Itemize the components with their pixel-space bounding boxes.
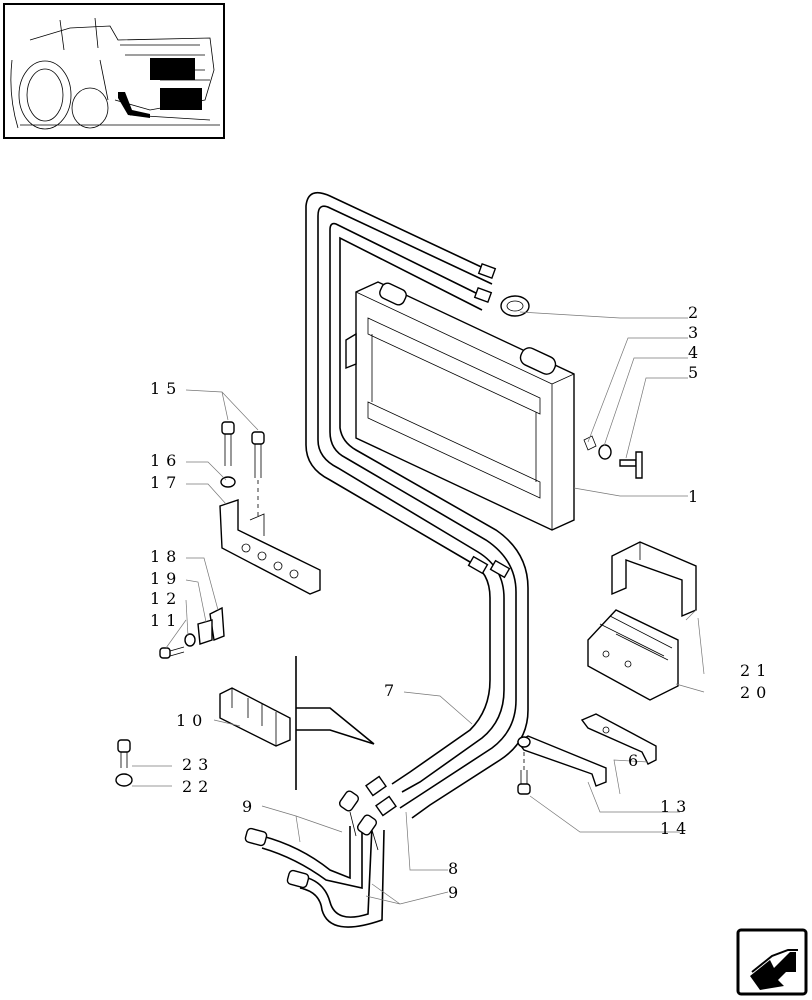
cushion-20[interactable] bbox=[587, 609, 679, 701]
clip-19[interactable] bbox=[197, 619, 213, 645]
callout-7: 7 bbox=[384, 681, 400, 700]
hose-assembly-7 bbox=[305, 191, 529, 819]
callout-18: 18 bbox=[150, 547, 182, 566]
washer-12[interactable] bbox=[184, 633, 196, 647]
leader-lines bbox=[132, 311, 705, 905]
callout-6: 6 bbox=[628, 751, 644, 770]
callout-23: 23 bbox=[182, 755, 214, 774]
callout-12: 12 bbox=[150, 589, 182, 608]
callout-22: 22 bbox=[182, 777, 214, 796]
hose-9[interactable] bbox=[244, 790, 385, 928]
callout-14: 14 bbox=[660, 819, 692, 838]
bolt-15[interactable] bbox=[221, 421, 265, 520]
callout-3: 3 bbox=[688, 323, 704, 342]
bolt-14[interactable] bbox=[517, 752, 531, 795]
strap-6[interactable] bbox=[580, 713, 657, 765]
washer-3[interactable] bbox=[583, 435, 597, 451]
callout-9-lower: 9 bbox=[448, 883, 464, 902]
callout-20: 20 bbox=[740, 683, 772, 702]
hose-8[interactable] bbox=[349, 811, 379, 851]
callout-1: 1 bbox=[688, 487, 704, 506]
washer-22[interactable] bbox=[115, 773, 133, 787]
clamp-block-10[interactable] bbox=[219, 687, 291, 747]
washer-4[interactable] bbox=[598, 444, 612, 460]
bracket-17[interactable] bbox=[219, 499, 321, 595]
callout-9-upper: 9 bbox=[242, 797, 258, 816]
washer-16[interactable] bbox=[220, 476, 236, 488]
callout-8: 8 bbox=[448, 859, 464, 878]
callout-11: 11 bbox=[150, 611, 182, 630]
callout-16: 16 bbox=[150, 451, 182, 470]
screw-11[interactable] bbox=[159, 646, 185, 659]
callout-17: 17 bbox=[150, 473, 182, 492]
callout-21: 21 bbox=[740, 661, 772, 680]
tractor-thumbnail[interactable] bbox=[3, 3, 225, 139]
hose-clamp-2[interactable] bbox=[500, 295, 530, 317]
callout-labels: 2 3 4 5 1 15 16 17 18 19 12 11 21 20 7 1… bbox=[150, 303, 772, 902]
oil-cooler-1[interactable] bbox=[345, 281, 575, 531]
bolt-23[interactable] bbox=[117, 739, 131, 768]
next-page-arrow-icon[interactable] bbox=[736, 928, 808, 996]
bracket-21[interactable] bbox=[611, 541, 697, 618]
bolt-5[interactable] bbox=[619, 451, 643, 479]
callout-13: 13 bbox=[660, 797, 692, 816]
callout-2: 2 bbox=[688, 303, 704, 322]
callout-10: 10 bbox=[176, 711, 208, 730]
bracket-13[interactable] bbox=[516, 735, 607, 787]
callout-15: 15 bbox=[150, 379, 182, 398]
callout-19: 19 bbox=[150, 569, 182, 588]
callout-5: 5 bbox=[688, 363, 704, 382]
callout-4: 4 bbox=[688, 343, 704, 362]
